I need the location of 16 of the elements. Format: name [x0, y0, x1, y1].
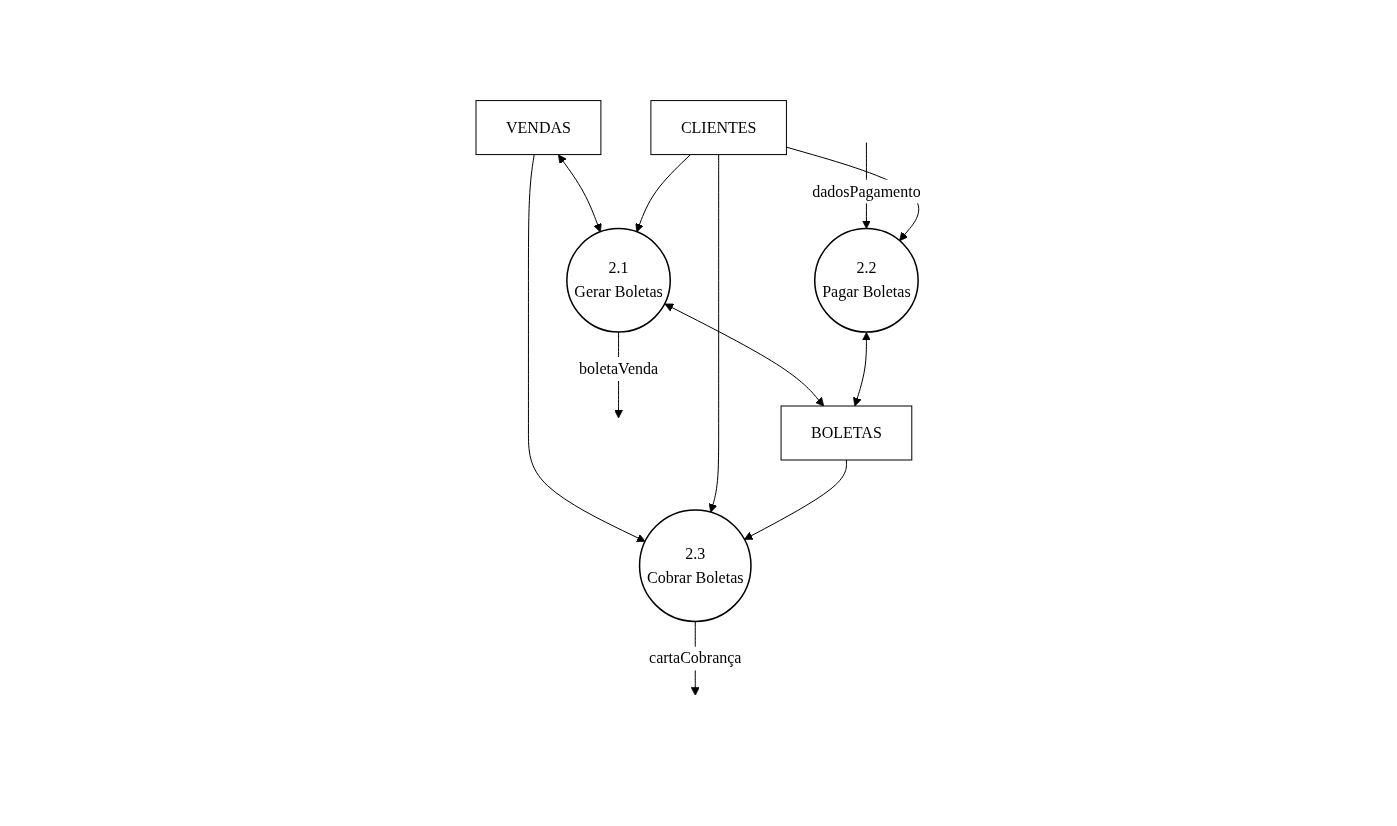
- node-circle: 2.3 Cobrar Boletas: [638, 509, 752, 623]
- edge-label: dadosPagamento: [812, 182, 921, 200]
- arrow: [744, 459, 848, 540]
- arrow: [528, 154, 646, 542]
- node-circle: 2.2 Pagar Boletas: [814, 227, 920, 333]
- node-circle: 2.1 Gerar Boletas: [566, 227, 672, 333]
- arrow: [708, 154, 720, 513]
- node-box: CLIENTES: [650, 100, 788, 156]
- arrow: [853, 332, 871, 407]
- arrow: [558, 154, 602, 233]
- edge-label: cartaCobrança: [649, 649, 742, 667]
- edge-label: boletaVenda: [579, 360, 659, 377]
- node-box: VENDAS: [475, 100, 602, 156]
- node-box: BOLETAS: [780, 405, 913, 461]
- arrow: [635, 154, 692, 233]
- arrow: [664, 303, 825, 407]
